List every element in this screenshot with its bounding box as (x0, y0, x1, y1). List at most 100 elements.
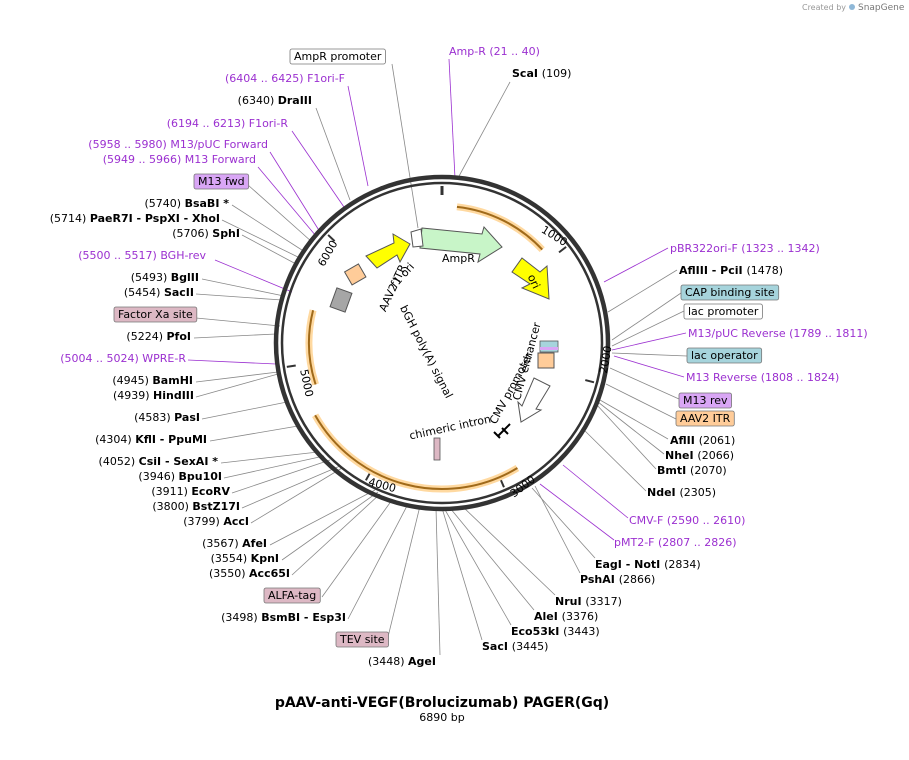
site-label[interactable]: AleI (3376) (534, 610, 598, 623)
site-label[interactable]: (4052) CsiI - SexAI * (99, 455, 219, 468)
site-label[interactable]: pMT2-F (2807 .. 2826) (614, 536, 737, 549)
site-label[interactable]: M13 Reverse (1808 .. 1824) (686, 371, 839, 384)
enzyme-label: (3911) EcoRV (151, 485, 230, 498)
label-name: BGH-rev (160, 249, 206, 262)
feature-ampr-shape[interactable] (419, 225, 503, 264)
feature-box (289, 48, 386, 65)
leader-line (449, 507, 535, 611)
site-label[interactable]: M13 fwd (193, 173, 250, 190)
site-label[interactable]: (6340) DraIII (238, 94, 312, 107)
ring-tick-5000: 5000 (297, 368, 316, 398)
enzyme-label: AflIII - PciI (1478) (679, 264, 783, 277)
site-label[interactable]: (5706) SphI (172, 227, 240, 240)
site-label[interactable]: CMV-F (2590 .. 2610) (629, 514, 745, 527)
site-label[interactable]: M13 rev (678, 392, 732, 409)
site-label[interactable]: Amp-R (21 .. 40) (449, 45, 540, 58)
site-label[interactable]: (5740) BsaBI * (145, 197, 230, 210)
site-label[interactable]: PshAI (2866) (580, 573, 655, 586)
site-label[interactable]: AmpR promoter (289, 48, 386, 65)
site-label[interactable]: (3554) KpnI (211, 552, 279, 565)
site-label[interactable]: Eco53kI (3443) (511, 625, 600, 638)
site-label[interactable]: (4945) BamHI (112, 374, 193, 387)
leader-line (391, 63, 419, 229)
feature-f1-ori-shape[interactable] (365, 233, 411, 269)
feature-cmv-promoter-shape[interactable] (517, 377, 551, 423)
site-label[interactable]: BmtI (2070) (657, 464, 727, 477)
label-name: AfeI (242, 537, 267, 550)
primer-label: Amp-R (21 .. 40) (449, 45, 540, 58)
site-label[interactable]: (3946) Bpu10I (138, 470, 222, 483)
enzyme-label: (5706) SphI (172, 227, 240, 240)
site-label[interactable]: (3800) BstZ17I (152, 500, 240, 513)
site-label[interactable]: (3911) EcoRV (151, 485, 230, 498)
primer-label: (5949 .. 5966) M13 Forward (103, 153, 256, 166)
site-label[interactable]: ScaI (109) (512, 67, 571, 80)
site-label[interactable]: (5958 .. 5980) M13/pUC Forward (88, 138, 268, 151)
feature-lac-region-shape[interactable] (539, 340, 559, 353)
site-label[interactable]: NdeI (2305) (647, 486, 716, 499)
site-label[interactable]: (4583) PasI (134, 411, 200, 424)
site-label[interactable]: SacI (3445) (482, 640, 548, 653)
leader-line (597, 401, 665, 455)
site-label[interactable]: lac operator (686, 347, 763, 364)
label-name: EagI - NotI (595, 558, 664, 571)
site-label[interactable]: NruI (3317) (555, 595, 622, 608)
site-label[interactable]: (3567) AfeI (202, 537, 267, 550)
feature-bgh-polya-shape[interactable] (329, 287, 353, 313)
site-label[interactable]: TEV site (335, 631, 389, 648)
site-label[interactable]: AAV2 ITR (675, 410, 735, 427)
label-name: AflII (670, 434, 699, 447)
site-label[interactable]: (5004 .. 5024) WPRE-R (60, 352, 186, 365)
feature-box (678, 392, 732, 409)
site-label[interactable]: M13/pUC Reverse (1789 .. 1811) (688, 327, 868, 340)
enzyme-label: (6340) DraIII (238, 94, 312, 107)
enzyme-label: (5224) PfoI (126, 330, 191, 343)
orf-arc[interactable] (456, 205, 543, 251)
site-label[interactable]: (5454) SacII (124, 286, 194, 299)
leader-line (269, 489, 376, 546)
site-label[interactable]: EagI - NotI (2834) (595, 558, 701, 571)
leader-line (611, 292, 682, 341)
label-position: (2066) (697, 449, 734, 462)
bp-tick (286, 364, 296, 368)
site-label[interactable]: (5493) BglII (131, 271, 199, 284)
site-label[interactable]: (6404 .. 6425) F1ori-F (225, 72, 345, 85)
site-label[interactable]: AflII (2061) (670, 434, 735, 447)
feature-chimeric-intron-shape[interactable] (433, 437, 441, 461)
site-label[interactable]: CAP binding site (680, 284, 780, 301)
feature-aav2-itr-left-shape[interactable] (343, 263, 367, 286)
site-label[interactable]: (4304) KflI - PpuMI (95, 433, 207, 446)
label-name: BglII (171, 271, 199, 284)
site-label[interactable]: (3799) AccI (183, 515, 249, 528)
feature-ampr-promoter-shape[interactable] (410, 228, 424, 248)
feature-m13rev-shape[interactable] (540, 347, 558, 350)
site-label[interactable]: AflIII - PciI (1478) (679, 264, 783, 277)
label-name: SacII (164, 286, 194, 299)
feature-aav2-itr-right-shape[interactable] (537, 352, 555, 369)
site-label[interactable]: Factor Xa site (113, 306, 198, 323)
feature-box-label: CAP binding site (685, 286, 775, 299)
site-label[interactable]: NheI (2066) (665, 449, 734, 462)
site-label[interactable]: (3498) BsmBI - Esp3I (221, 611, 346, 624)
enzyme-label: SacI (3445) (482, 640, 548, 653)
ring-tick-1000: 1000 (539, 223, 570, 249)
label-position: (3448) (368, 655, 408, 668)
site-label[interactable]: (5224) PfoI (126, 330, 191, 343)
site-label[interactable]: (6194 .. 6213) F1ori-R (167, 117, 289, 130)
site-label[interactable]: (5949 .. 5966) M13 Forward (103, 153, 256, 166)
site-label[interactable]: lac promoter (683, 303, 763, 320)
site-label[interactable]: (4939) HindIII (113, 389, 194, 402)
site-label[interactable]: (5500 .. 5517) BGH-rev (78, 249, 206, 262)
map-title: pAAV-anti-VEGF(Brolucizumab) PAGER(Gq) (275, 695, 609, 711)
feature-ori-shape[interactable] (511, 257, 550, 300)
feature-box-label: AAV2 ITR (680, 412, 731, 425)
site-label[interactable]: (3448) AgeI (368, 655, 436, 668)
site-label[interactable]: pBR322ori-F (1323 .. 1342) (670, 242, 820, 255)
site-label[interactable]: (5714) PaeR7I - PspXI - XhoI (50, 212, 220, 225)
label-name: KpnI (251, 552, 279, 565)
credit-brand: SnapGene (858, 3, 905, 13)
site-label[interactable]: ALFA-tag (263, 587, 321, 604)
orf-arc[interactable] (308, 310, 317, 385)
site-label[interactable]: (3550) Acc65I (209, 567, 290, 580)
orf-arc[interactable] (314, 414, 518, 490)
